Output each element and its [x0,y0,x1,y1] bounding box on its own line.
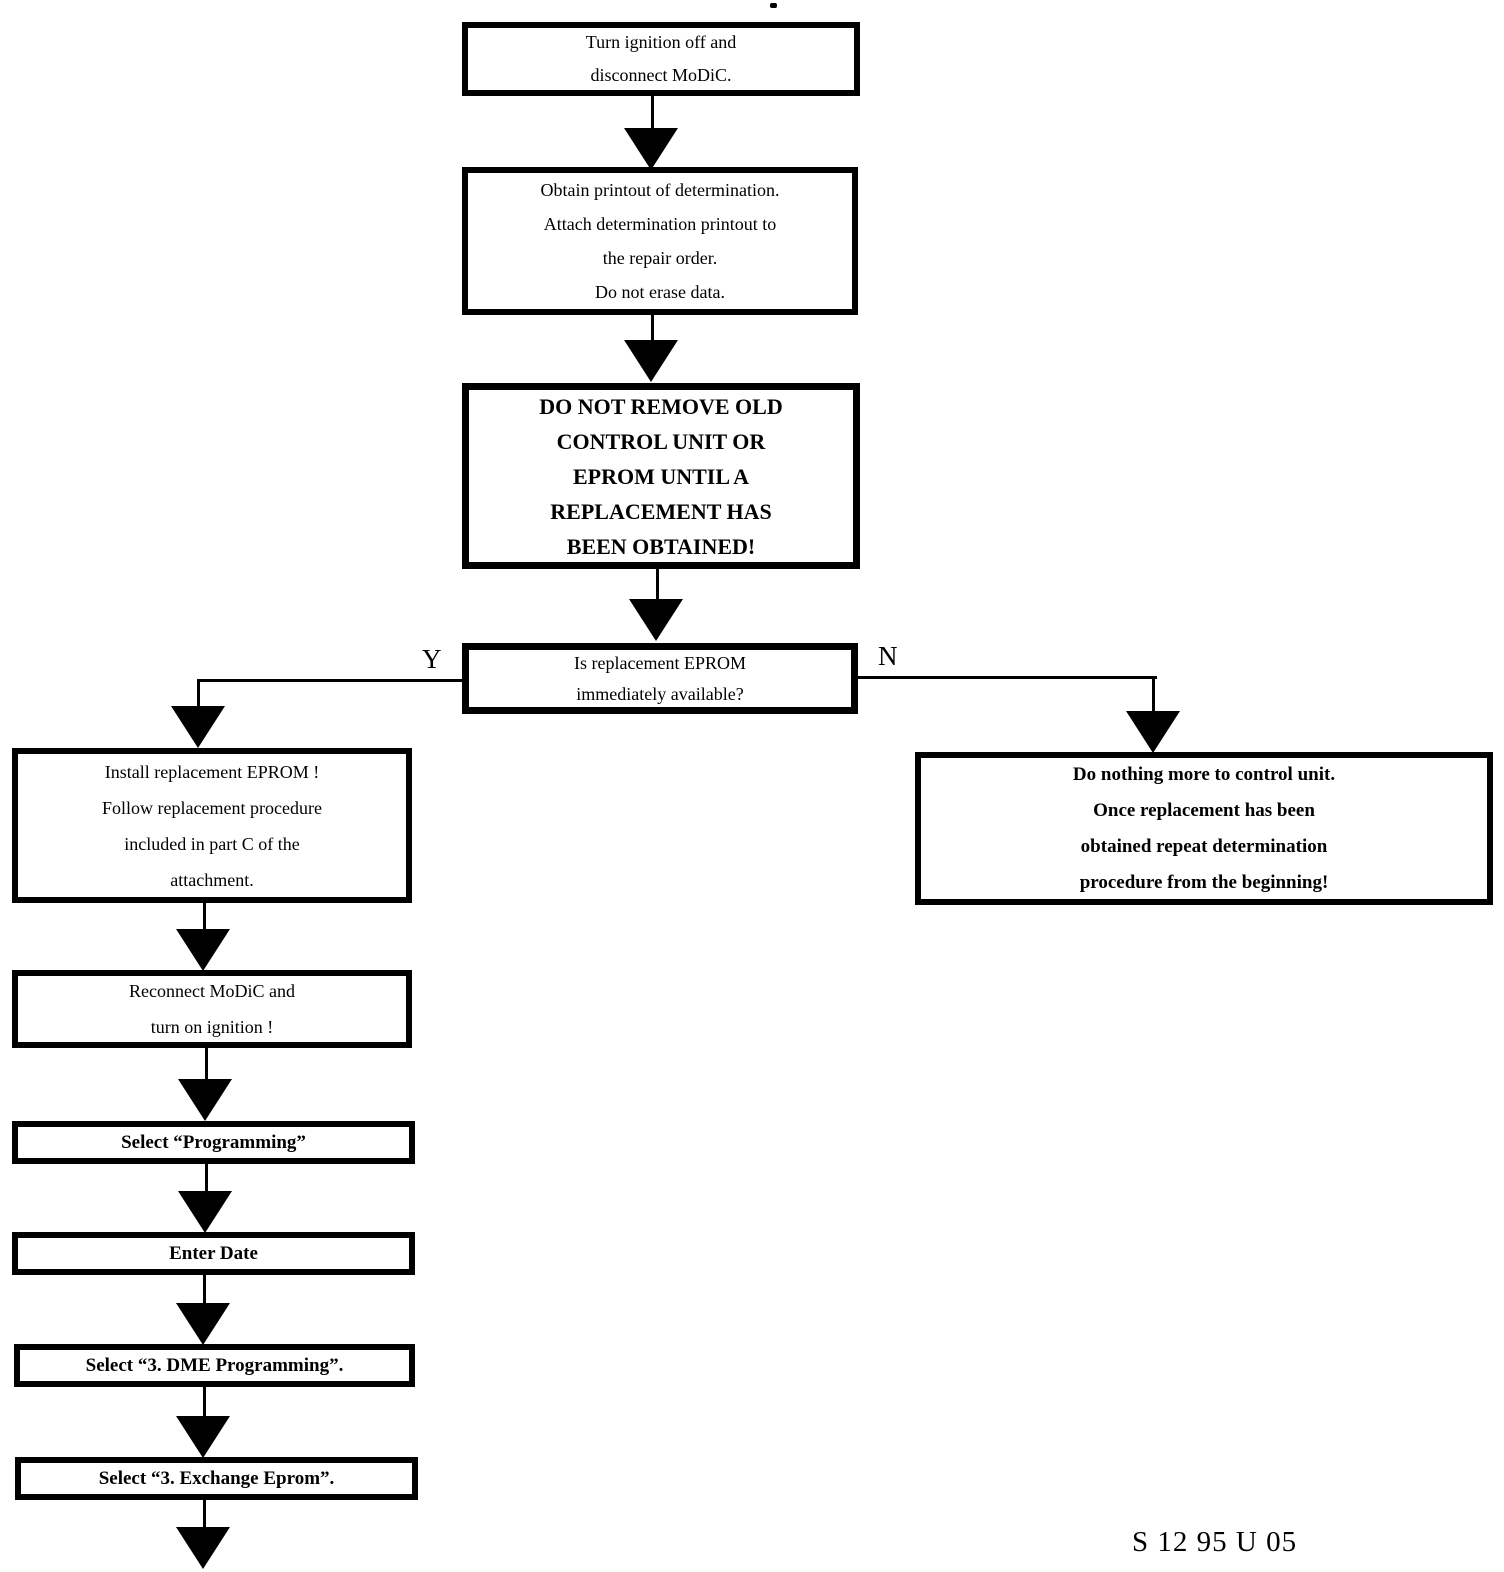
connector-line [203,1275,206,1307]
arrowhead-down-icon [1126,711,1180,753]
connector-line [203,1500,206,1530]
flow-node-text: procedure from the beginning! [1079,871,1329,893]
connector-line [651,315,654,343]
flow-node-text: Attach determination printout to [543,214,777,234]
flow-node-do-nothing-repeat-procedure: Do nothing more to control unit. Once re… [915,752,1493,905]
flow-node-text: obtained repeat determination [1080,835,1328,857]
flow-node-text: disconnect MoDiC. [590,65,732,85]
flow-node-turn-ignition-off: Turn ignition off and disconnect MoDiC. [462,22,860,96]
connector-line [203,903,206,933]
connector-line [197,679,462,682]
flow-node-text: Select “Programming” [121,1131,306,1153]
arrowhead-down-icon [624,340,678,382]
arrowhead-down-icon [176,1527,230,1569]
flow-node-select-exchange-eprom: Select “3. Exchange Eprom”. [15,1457,418,1500]
flow-node-text: BEEN OBTAINED! [566,533,756,559]
flow-node-text: included in part C of the [124,833,300,854]
flow-node-obtain-printout: Obtain printout of determination. Attach… [462,167,858,315]
flow-node-text: Follow replacement procedure [102,797,322,818]
flow-node-text: the repair order. [602,248,718,268]
flow-node-text: Turn ignition off and [585,32,737,52]
connector-line [197,679,200,709]
connector-line [203,1387,206,1419]
flow-node-text: turn on ignition ! [150,1017,274,1037]
flow-node-text: attachment. [170,869,254,890]
connector-line [656,569,659,601]
flow-node-select-programming: Select “Programming” [12,1121,415,1164]
connector-line [651,96,654,132]
flow-node-text: Select “3. DME Programming”. [85,1354,344,1376]
flow-node-text: Do not erase data. [595,282,725,302]
branch-label-yes: Y [422,644,442,674]
document-code: S 12 95 U 05 [1132,1526,1298,1558]
flow-node-text: REPLACEMENT HAS [550,498,772,524]
flow-node-text: Obtain printout of determination. [540,180,780,200]
flow-node-text: Install replacement EPROM ! [104,761,320,782]
flow-node-reconnect-modic: Reconnect MoDiC and turn on ignition ! [12,970,412,1048]
flow-node-text: Is replacement EPROM [574,652,746,673]
arrowhead-down-icon [178,1191,232,1233]
branch-label-no: N [878,641,898,671]
arrowhead-down-icon [176,929,230,971]
arrowhead-down-icon [178,1079,232,1121]
scan-artifact-dot [770,3,777,8]
flow-node-text: DO NOT REMOVE OLD [539,393,783,419]
flow-node-text: EPROM UNTIL A [572,463,750,489]
arrowhead-down-icon [624,128,678,170]
flow-node-do-not-remove-warning: DO NOT REMOVE OLD CONTROL UNIT OR EPROM … [462,383,860,569]
arrowhead-down-icon [629,599,683,641]
connector-line [1152,676,1155,714]
arrowhead-down-icon [176,1416,230,1458]
flow-node-select-dme-programming: Select “3. DME Programming”. [14,1344,415,1387]
flow-node-text: immediately available? [576,683,744,704]
arrowhead-down-icon [171,706,225,748]
connector-line [205,1048,208,1082]
flow-node-text: CONTROL UNIT OR [556,428,766,454]
flow-node-text: Enter Date [169,1242,258,1264]
arrowhead-down-icon [176,1303,230,1345]
flow-node-install-replacement-eprom: Install replacement EPROM ! Follow repla… [12,748,412,903]
flow-node-text: Reconnect MoDiC and [129,981,295,1001]
connector-line [205,1164,208,1194]
flow-node-decision-eprom-available: Is replacement EPROM immediately availab… [462,643,858,714]
flow-node-text: Once replacement has been [1093,799,1315,821]
flow-node-enter-date: Enter Date [12,1232,415,1275]
flow-node-text: Select “3. Exchange Eprom”. [98,1467,335,1489]
flow-node-text: Do nothing more to control unit. [1072,763,1336,785]
connector-line [858,676,1157,679]
